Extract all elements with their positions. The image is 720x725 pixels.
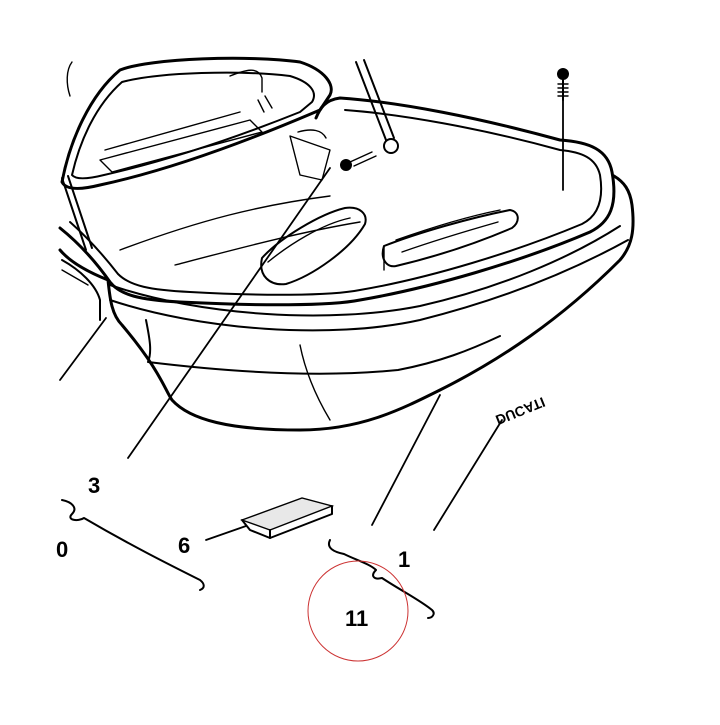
- decal-text: DUCATI: [493, 394, 547, 428]
- ducati-decal: DUCATI: [493, 394, 547, 428]
- part-6-pad: [239, 497, 335, 539]
- screw-top-right: [557, 68, 569, 191]
- callout-6: 6: [178, 533, 190, 558]
- callout-11-highlight: [307, 560, 409, 662]
- brace-group-11: [328, 539, 435, 619]
- case-body: [58, 96, 635, 432]
- screw-inner: [340, 151, 377, 171]
- brace-group-10: [61, 499, 205, 591]
- handle-recess: [381, 209, 519, 271]
- callout-11: 11: [345, 606, 368, 631]
- callout-1: 1: [398, 547, 410, 572]
- callout-10-partial: 0: [56, 537, 68, 562]
- leader-lines: [59, 167, 503, 541]
- internal-pad: [260, 206, 367, 286]
- case-lid: [60, 56, 333, 190]
- lid-strut: [61, 59, 399, 251]
- callout-3: 3: [88, 473, 100, 498]
